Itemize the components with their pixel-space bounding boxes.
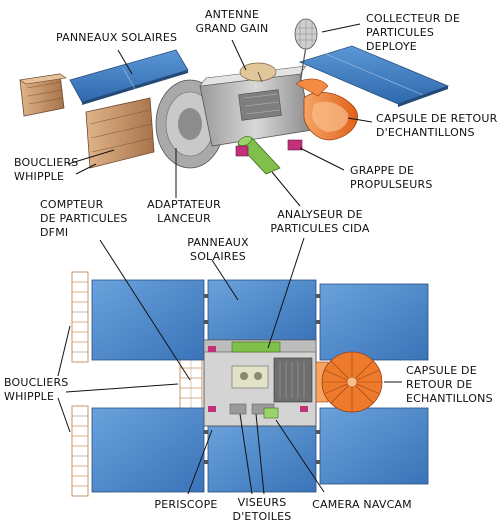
label-capsule-bottom-line2: RETOUR DE <box>406 378 472 391</box>
thruster-plan-1 <box>208 346 216 352</box>
label-thrusters-line2: PROPULSEURS <box>350 178 433 191</box>
label-capsule-top-line2: D'ECHANTILLONS <box>376 126 475 139</box>
whipple-shield-plan-lower <box>71 405 89 497</box>
whipple-shield-left-3d <box>19 73 67 117</box>
thruster-plan-3 <box>300 406 308 412</box>
label-collector-line3: DEPLOYE <box>366 40 417 53</box>
sample-return-capsule-3d <box>295 78 358 141</box>
navcam-plan <box>263 407 279 419</box>
cida-analyzer-plan <box>231 341 281 353</box>
labels: PANNEAUX SOLAIRES ANTENNE GRAND GAIN COL… <box>4 8 498 523</box>
label-whipple-top-line2: WHIPPLE <box>14 170 64 183</box>
label-cida-line2: PARTICULES CIDA <box>270 222 370 235</box>
leader-lines <box>57 23 402 495</box>
label-whipple-bottom-line1: BOUCLIERS <box>4 376 69 389</box>
thruster-cluster-a-3d <box>235 145 249 157</box>
solar-panel-plan-lower-mid <box>207 423 317 493</box>
sample-return-capsule-plan <box>315 351 383 413</box>
solar-panel-plan-upper-left <box>91 279 205 361</box>
label-periscope: PERISCOPE <box>154 498 217 511</box>
whipple-shield-plan-upper <box>71 271 89 363</box>
solar-panel-plan-upper-right <box>319 283 429 361</box>
label-cida-line1: ANALYSEUR DE <box>277 208 363 221</box>
label-navcam: CAMERA NAVCAM <box>312 498 412 511</box>
spacecraft-plan-view <box>71 271 429 497</box>
thruster-cluster-b-3d <box>287 139 303 151</box>
spacecraft-3d-view <box>19 18 450 175</box>
label-whipple-top-line1: BOUCLIERS <box>14 156 79 169</box>
whipple-shield-main-3d <box>85 97 155 169</box>
label-dfmi-line3: DFMI <box>40 226 68 239</box>
label-star-trackers-line1: VISEURS <box>238 496 287 509</box>
label-antenna-line2: GRAND GAIN <box>196 22 269 35</box>
label-solar-panels-top: PANNEAUX SOLAIRES <box>56 31 177 44</box>
solar-panel-plan-upper-mid <box>207 279 317 341</box>
solar-panel-plan-lower-left <box>91 407 205 493</box>
label-adapter-line1: ADAPTATEUR <box>147 198 221 211</box>
solar-panel-plan-lower-right <box>319 407 429 485</box>
spacecraft-bus-plan <box>203 339 317 427</box>
particle-collector-3d <box>294 18 318 85</box>
label-collector-line1: COLLECTEUR DE <box>366 12 460 25</box>
label-antenna-line1: ANTENNE <box>205 8 259 21</box>
thruster-plan-2 <box>208 406 216 412</box>
label-capsule-bottom-line3: ECHANTILLONS <box>406 392 493 405</box>
label-capsule-bottom-line1: CAPSULE DE <box>406 364 477 377</box>
spacecraft-body-3d <box>199 65 313 147</box>
label-collector-line2: PARTICULES <box>366 26 434 39</box>
label-adapter-line2: LANCEUR <box>157 212 211 225</box>
high-gain-antenna-3d <box>239 62 277 83</box>
label-dfmi-line2: DE PARTICULES <box>40 212 128 225</box>
label-star-trackers-line2: D'ETOILES <box>233 510 292 523</box>
label-solar-panels-bottom-line2: SOLAIRES <box>190 250 246 263</box>
launch-adapter-3d <box>155 79 225 169</box>
label-thrusters-line1: GRAPPE DE <box>350 164 414 177</box>
label-dfmi-line1: COMPTEUR <box>40 198 104 211</box>
label-whipple-bottom-line2: WHIPPLE <box>4 390 54 403</box>
label-solar-panels-bottom-line1: PANNEAUX <box>187 236 249 249</box>
label-capsule-top-line1: CAPSULE DE RETOUR <box>376 112 498 125</box>
cida-analyzer-3d <box>237 136 281 175</box>
